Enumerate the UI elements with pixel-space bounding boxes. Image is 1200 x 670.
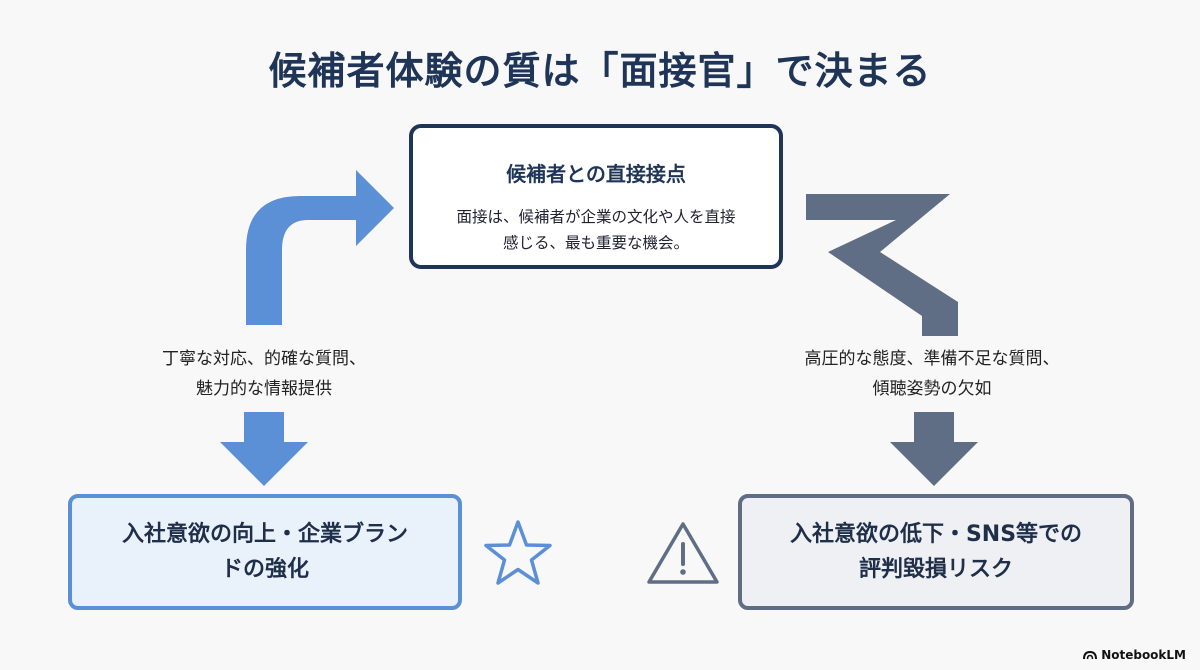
center-title: 候補者との直接接点 — [506, 162, 686, 186]
left-path-text: 丁寧な対応、的確な質問、 魅力的な情報提供 — [104, 344, 424, 404]
negative-outcome-line1: 入社意欲の低下・SNS等での — [789, 522, 1083, 547]
page-title: 候補者体験の質は「面接官」で決まる — [268, 49, 932, 93]
left-path-text-line1: 丁寧な対応、的確な質問、 — [162, 349, 366, 369]
center-box: 候補者との直接接点 面接は、候補者が企業の文化や人を直接 感じる、最も重要な機会… — [409, 124, 783, 269]
right-path-text-line2: 傾聴姿勢の欠如 — [872, 379, 992, 399]
positive-outcome-box: 入社意欲の向上・企業ブラン ドの強化 — [68, 494, 462, 610]
star-icon — [484, 520, 552, 585]
warning-icon — [647, 522, 719, 584]
left-path-text-line2: 魅力的な情報提供 — [196, 379, 332, 399]
center-description: 面接は、候補者が企業の文化や人を直接 感じる、最も重要な機会。 — [429, 204, 763, 256]
right-path-text-line1: 高圧的な態度、準備不足な質問、 — [804, 349, 1060, 369]
center-description-line1: 面接は、候補者が企業の文化や人を直接 — [456, 208, 736, 226]
right-path-text: 高圧的な態度、準備不足な質問、 傾聴姿勢の欠如 — [772, 344, 1092, 404]
positive-outcome-line1: 入社意欲の向上・企業ブラン — [121, 522, 408, 547]
down-arrow-right-icon — [890, 412, 978, 486]
negative-outcome-line2: 評判毀損リスク — [858, 557, 1013, 582]
up-curved-arrow-icon — [246, 170, 394, 325]
brand-watermark: NotebookLM — [1083, 648, 1186, 662]
down-arrow-left-icon — [220, 412, 308, 486]
zigzag-arrow-icon — [806, 194, 958, 336]
positive-outcome-line2: ドの強化 — [220, 557, 309, 582]
negative-outcome-box: 入社意欲の低下・SNS等での 評判毀損リスク — [738, 494, 1134, 610]
center-description-line2: 感じる、最も重要な機会。 — [502, 234, 689, 252]
notebooklm-logo-icon — [1083, 650, 1098, 660]
brand-label: NotebookLM — [1101, 648, 1186, 662]
